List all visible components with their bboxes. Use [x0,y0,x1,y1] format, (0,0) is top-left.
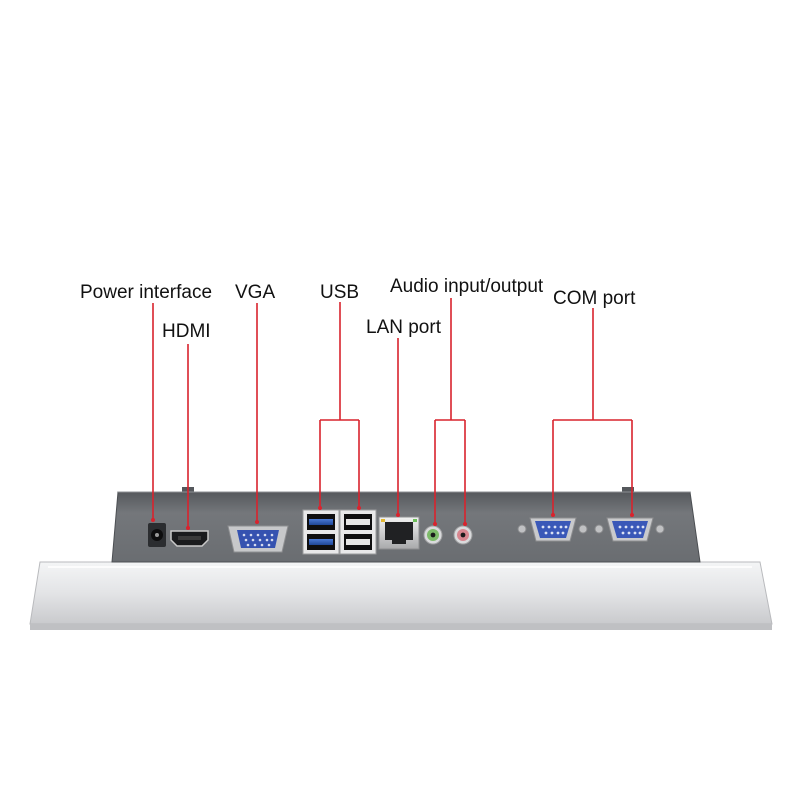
vga-port [227,525,289,553]
hdmi-port [170,530,209,547]
label-hdmi: HDMI [162,321,211,342]
label-lan-port: LAN port [366,317,441,338]
leader-com [552,308,633,515]
label-vga: VGA [235,282,276,303]
leader-lines [152,298,633,528]
label-com-port: COM port [553,288,636,309]
com-ports [517,517,665,542]
label-audio-input-output: Audio input/output [390,276,544,297]
lan-port [378,516,420,550]
power-jack [148,523,166,547]
front-bezel [29,561,773,630]
leader-dots [151,506,634,530]
label-usb: USB [320,282,360,303]
usb-ports [302,509,377,555]
leader-usb [319,302,360,508]
label-power-interface: Power interface [80,282,213,303]
leader-audio [434,298,466,524]
audio-jacks [423,525,473,545]
